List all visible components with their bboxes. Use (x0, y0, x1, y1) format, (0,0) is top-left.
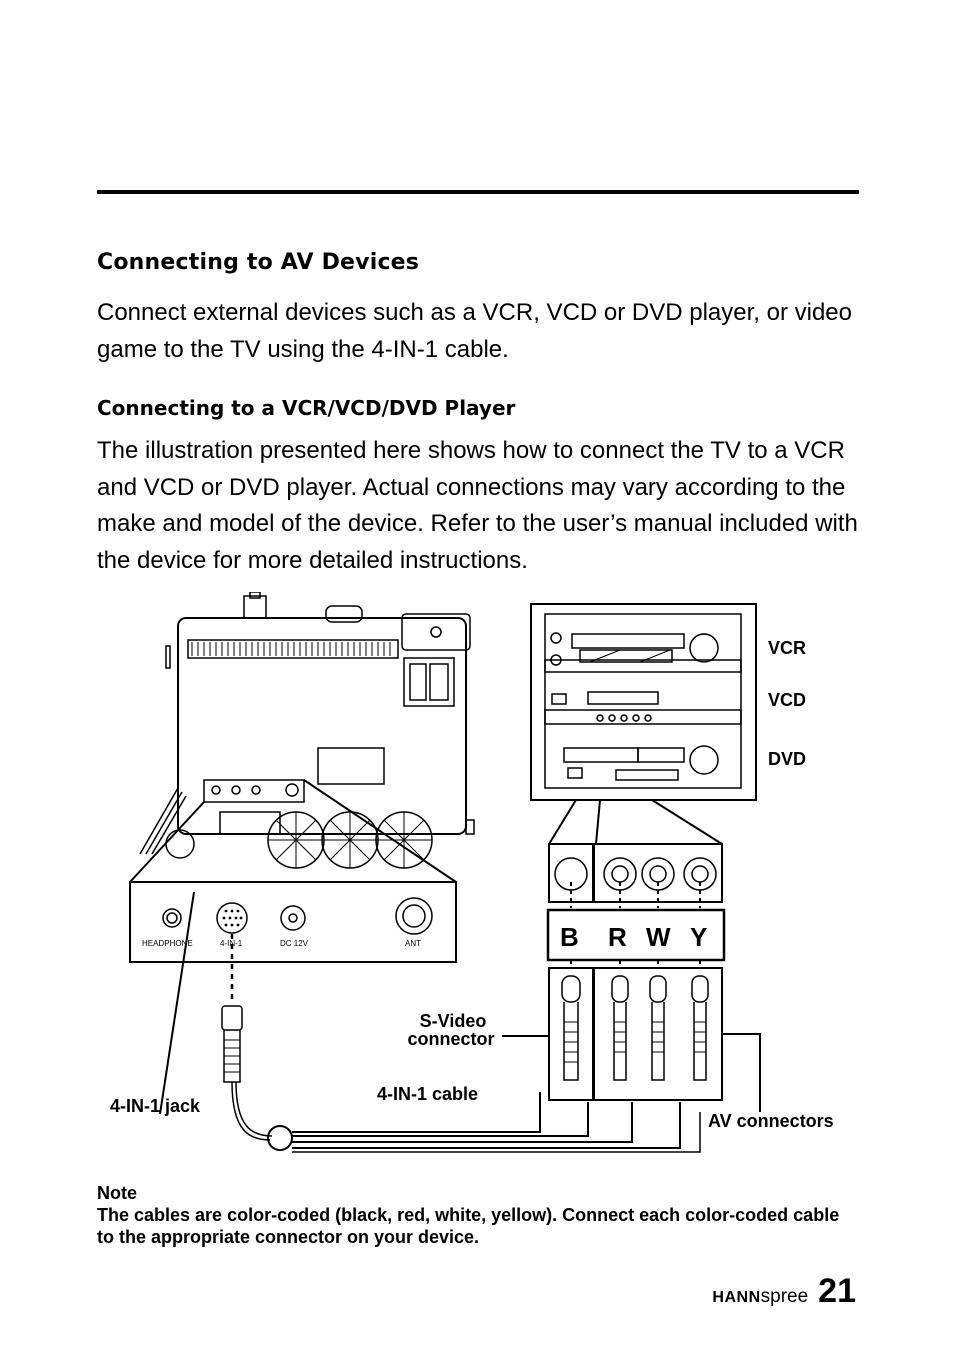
label-dvd: DVD (768, 749, 806, 769)
page-footer: HANNspree 21 (712, 1272, 856, 1311)
subsection-heading: Connecting to a VCR/VCD/DVD Player (97, 396, 516, 420)
panel-label-4in1: 4-IN-1 (220, 939, 243, 948)
brand-bold: HANN (712, 1289, 761, 1306)
note-title: Note (97, 1183, 137, 1203)
section-heading: Connecting to AV Devices (97, 250, 420, 275)
callout-jack: 4-IN-1 jack (110, 1096, 201, 1116)
four-in-one-cable (159, 891, 701, 1153)
panel-label-headphone: HEADPHONE (142, 939, 193, 948)
callout-cable: 4-IN-1 cable (377, 1084, 478, 1104)
color-code-r: R (608, 922, 627, 952)
top-rule (97, 190, 859, 194)
panel-label-ant: ANT (405, 939, 421, 948)
device-connectors (546, 843, 726, 968)
color-code-w: W (646, 922, 671, 952)
color-code-y: Y (690, 922, 707, 952)
connection-diagram: VCR VCD DVD HEADPHONE 4-IN-1 DC 12V ANT … (110, 592, 834, 1153)
brand-logo: HANNspree (712, 1286, 808, 1308)
tv-connector-panel (129, 881, 457, 963)
label-vcd: VCD (768, 690, 806, 710)
note-text: The cables are color-coded (black, red, … (97, 1205, 840, 1247)
callout-svideo-line2: connector (407, 1029, 494, 1049)
page-number: 21 (818, 1272, 856, 1310)
intro-paragraph: Connect external devices such as a VCR, … (97, 299, 853, 363)
cable-plugs (502, 967, 761, 1112)
tv-illustration (129, 592, 475, 883)
panel-label-dc12v: DC 12V (280, 939, 309, 948)
body-paragraph: The illustration presented here shows ho… (97, 437, 858, 574)
color-code-b: B (560, 922, 579, 952)
label-vcr: VCR (768, 638, 806, 658)
note-block: Note The cables are color-coded (black, … (97, 1182, 857, 1248)
callout-svideo-line1: S-Video (420, 1011, 487, 1031)
av-devices-stack (530, 603, 757, 845)
callout-av: AV connectors (708, 1111, 834, 1131)
brand-light: spree (760, 1286, 809, 1307)
